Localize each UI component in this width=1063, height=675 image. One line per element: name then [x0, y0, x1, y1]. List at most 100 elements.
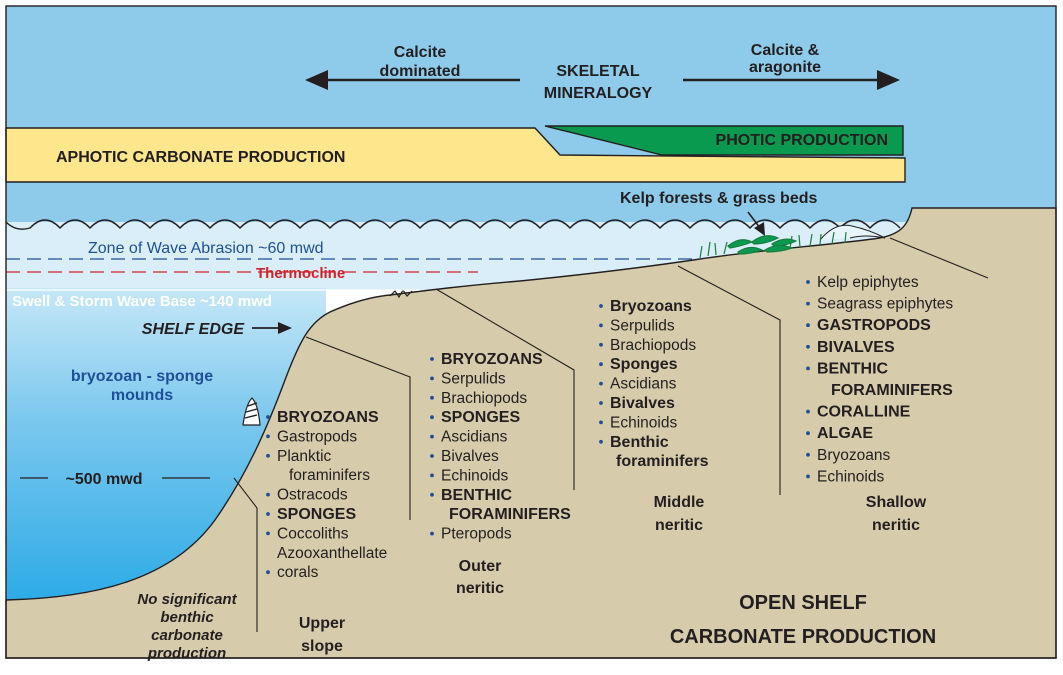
thermocline-label: Thermocline	[256, 265, 345, 282]
organism-list-item: SPONGES	[277, 506, 356, 523]
list-bullet	[266, 492, 270, 497]
svg-text:slope: slope	[301, 638, 343, 655]
list-bullet	[599, 323, 603, 328]
list-bullet	[599, 342, 603, 347]
center-label-2: MINERALOGY	[544, 85, 653, 102]
svg-text:Middle: Middle	[654, 494, 705, 511]
list-bullet	[599, 401, 603, 405]
organism-list-item: Echinoids	[610, 414, 677, 431]
organism-list-item: BENTHIC	[817, 360, 889, 377]
organism-list-item: BRYOZOANS	[277, 409, 379, 426]
list-bullet	[266, 415, 270, 419]
list-bullet	[430, 454, 434, 458]
storm-wave-base-label: Swell & Storm Wave Base ~140 mwd	[12, 293, 272, 310]
organism-list-item: ALGAE	[817, 425, 873, 442]
svg-text:neritic: neritic	[655, 517, 703, 534]
left-arrow-head	[305, 70, 328, 90]
shelf-edge-reef	[389, 288, 413, 299]
shelf-edge-arrow-head	[278, 322, 292, 334]
svg-text:neritic: neritic	[872, 517, 920, 534]
organism-list-item: Echinoids	[817, 468, 884, 485]
footer-label: OPEN SHELF CARBONATE PRODUCTION	[670, 592, 936, 648]
list-bullet	[266, 570, 270, 575]
organism-list-item: Serpulids	[610, 317, 675, 334]
right-arrow-label-1: Calcite &	[751, 42, 820, 59]
organism-list-item: Pteropods	[441, 526, 512, 543]
no-benthic-label: No significant benthic carbonate product…	[137, 591, 237, 662]
organism-list-item: Bryozoans	[610, 298, 692, 315]
svg-text:Outer: Outer	[459, 558, 502, 575]
left-arrow-label-1: Calcite	[394, 44, 447, 61]
kelp-arrow-head	[754, 222, 765, 236]
list-bullet	[806, 474, 810, 479]
list-bullet	[599, 439, 603, 444]
right-arrow-head	[877, 70, 900, 90]
left-arrow-label-2: dominated	[380, 63, 461, 80]
kelp-forests-label: Kelp forests & grass beds	[620, 190, 818, 207]
svg-text:Shallow: Shallow	[866, 494, 927, 511]
organism-list-item: Coccoliths	[277, 525, 349, 542]
organism-list-item: Brachiopods	[441, 390, 527, 407]
wave-abrasion-label: Zone of Wave Abrasion ~60 mwd	[88, 240, 324, 257]
wave-surface	[5, 219, 901, 230]
organism-list-item: Serpulids	[441, 370, 506, 387]
list-bullet	[806, 280, 810, 284]
organism-list-item: FORAMINIFERS	[449, 506, 571, 523]
organism-list-item: Ascidians	[610, 376, 677, 393]
list-bullet	[430, 376, 434, 381]
center-label-1: SKELETAL	[556, 63, 639, 80]
svg-text:neritic: neritic	[456, 580, 504, 597]
svg-text:OPEN SHELF: OPEN SHELF	[739, 592, 867, 614]
svg-text:No significant: No significant	[137, 591, 237, 608]
list-bullet	[266, 531, 270, 536]
organism-list-item: Bryozoans	[817, 447, 890, 464]
mounds-label-1: bryozoan - sponge	[71, 368, 213, 385]
organism-list-item: Echinoids	[441, 467, 508, 484]
list-bullet	[806, 409, 810, 414]
list-bullet	[430, 357, 434, 361]
organism-list-item: Bivalves	[610, 395, 675, 412]
organism-list-item: Gastropods	[277, 428, 357, 445]
list-bullet	[430, 395, 434, 400]
list-bullet	[430, 415, 434, 420]
organism-list-item: FORAMINIFERS	[831, 382, 953, 399]
shallow-neritic-name: Shallow neritic	[866, 494, 927, 534]
organism-list-item: Ascidians	[441, 429, 508, 446]
list-bullet	[806, 344, 810, 349]
organism-list-item: Benthic	[610, 434, 669, 451]
svg-text:benthic: benthic	[160, 609, 214, 626]
list-bullet	[430, 531, 434, 536]
organism-list-item: BENTHIC	[441, 487, 513, 504]
list-bullet	[599, 362, 603, 367]
organism-list-item: Seagrass epiphytes	[817, 296, 953, 313]
organism-list-item: corals	[277, 564, 319, 581]
middle-neritic-name: Middle neritic	[654, 494, 705, 534]
list-bullet	[806, 301, 810, 306]
organism-list-item: Sponges	[610, 356, 678, 373]
organism-list-item: SPONGES	[441, 409, 520, 426]
list-bullet	[599, 304, 603, 308]
organism-list-item: Planktic	[277, 448, 332, 465]
list-bullet	[430, 473, 434, 478]
breaking-wave	[819, 224, 886, 241]
aphotic-band-label: APHOTIC CARBONATE PRODUCTION	[56, 149, 345, 166]
organism-list-item: GASTROPODS	[817, 317, 931, 334]
list-bullet	[430, 434, 434, 439]
list-bullet	[266, 434, 270, 439]
svg-text:Upper: Upper	[299, 615, 345, 632]
shelf-edge-label: SHELF EDGE	[142, 321, 246, 338]
list-bullet	[599, 381, 603, 386]
svg-text:production: production	[147, 645, 226, 662]
kelp-arrow-shaft	[747, 211, 761, 229]
kelp-grass-beds	[699, 231, 847, 259]
diagram-frame	[5, 5, 1057, 659]
mounds-label-2: mounds	[111, 387, 173, 404]
organism-list-item: BRYOZOANS	[441, 351, 543, 368]
leader-lines	[233, 237, 989, 632]
sky-background	[6, 6, 1056, 226]
list-bullet	[430, 492, 434, 497]
upper-slope-name: Upper slope	[299, 615, 345, 655]
photic-band	[544, 125, 904, 156]
